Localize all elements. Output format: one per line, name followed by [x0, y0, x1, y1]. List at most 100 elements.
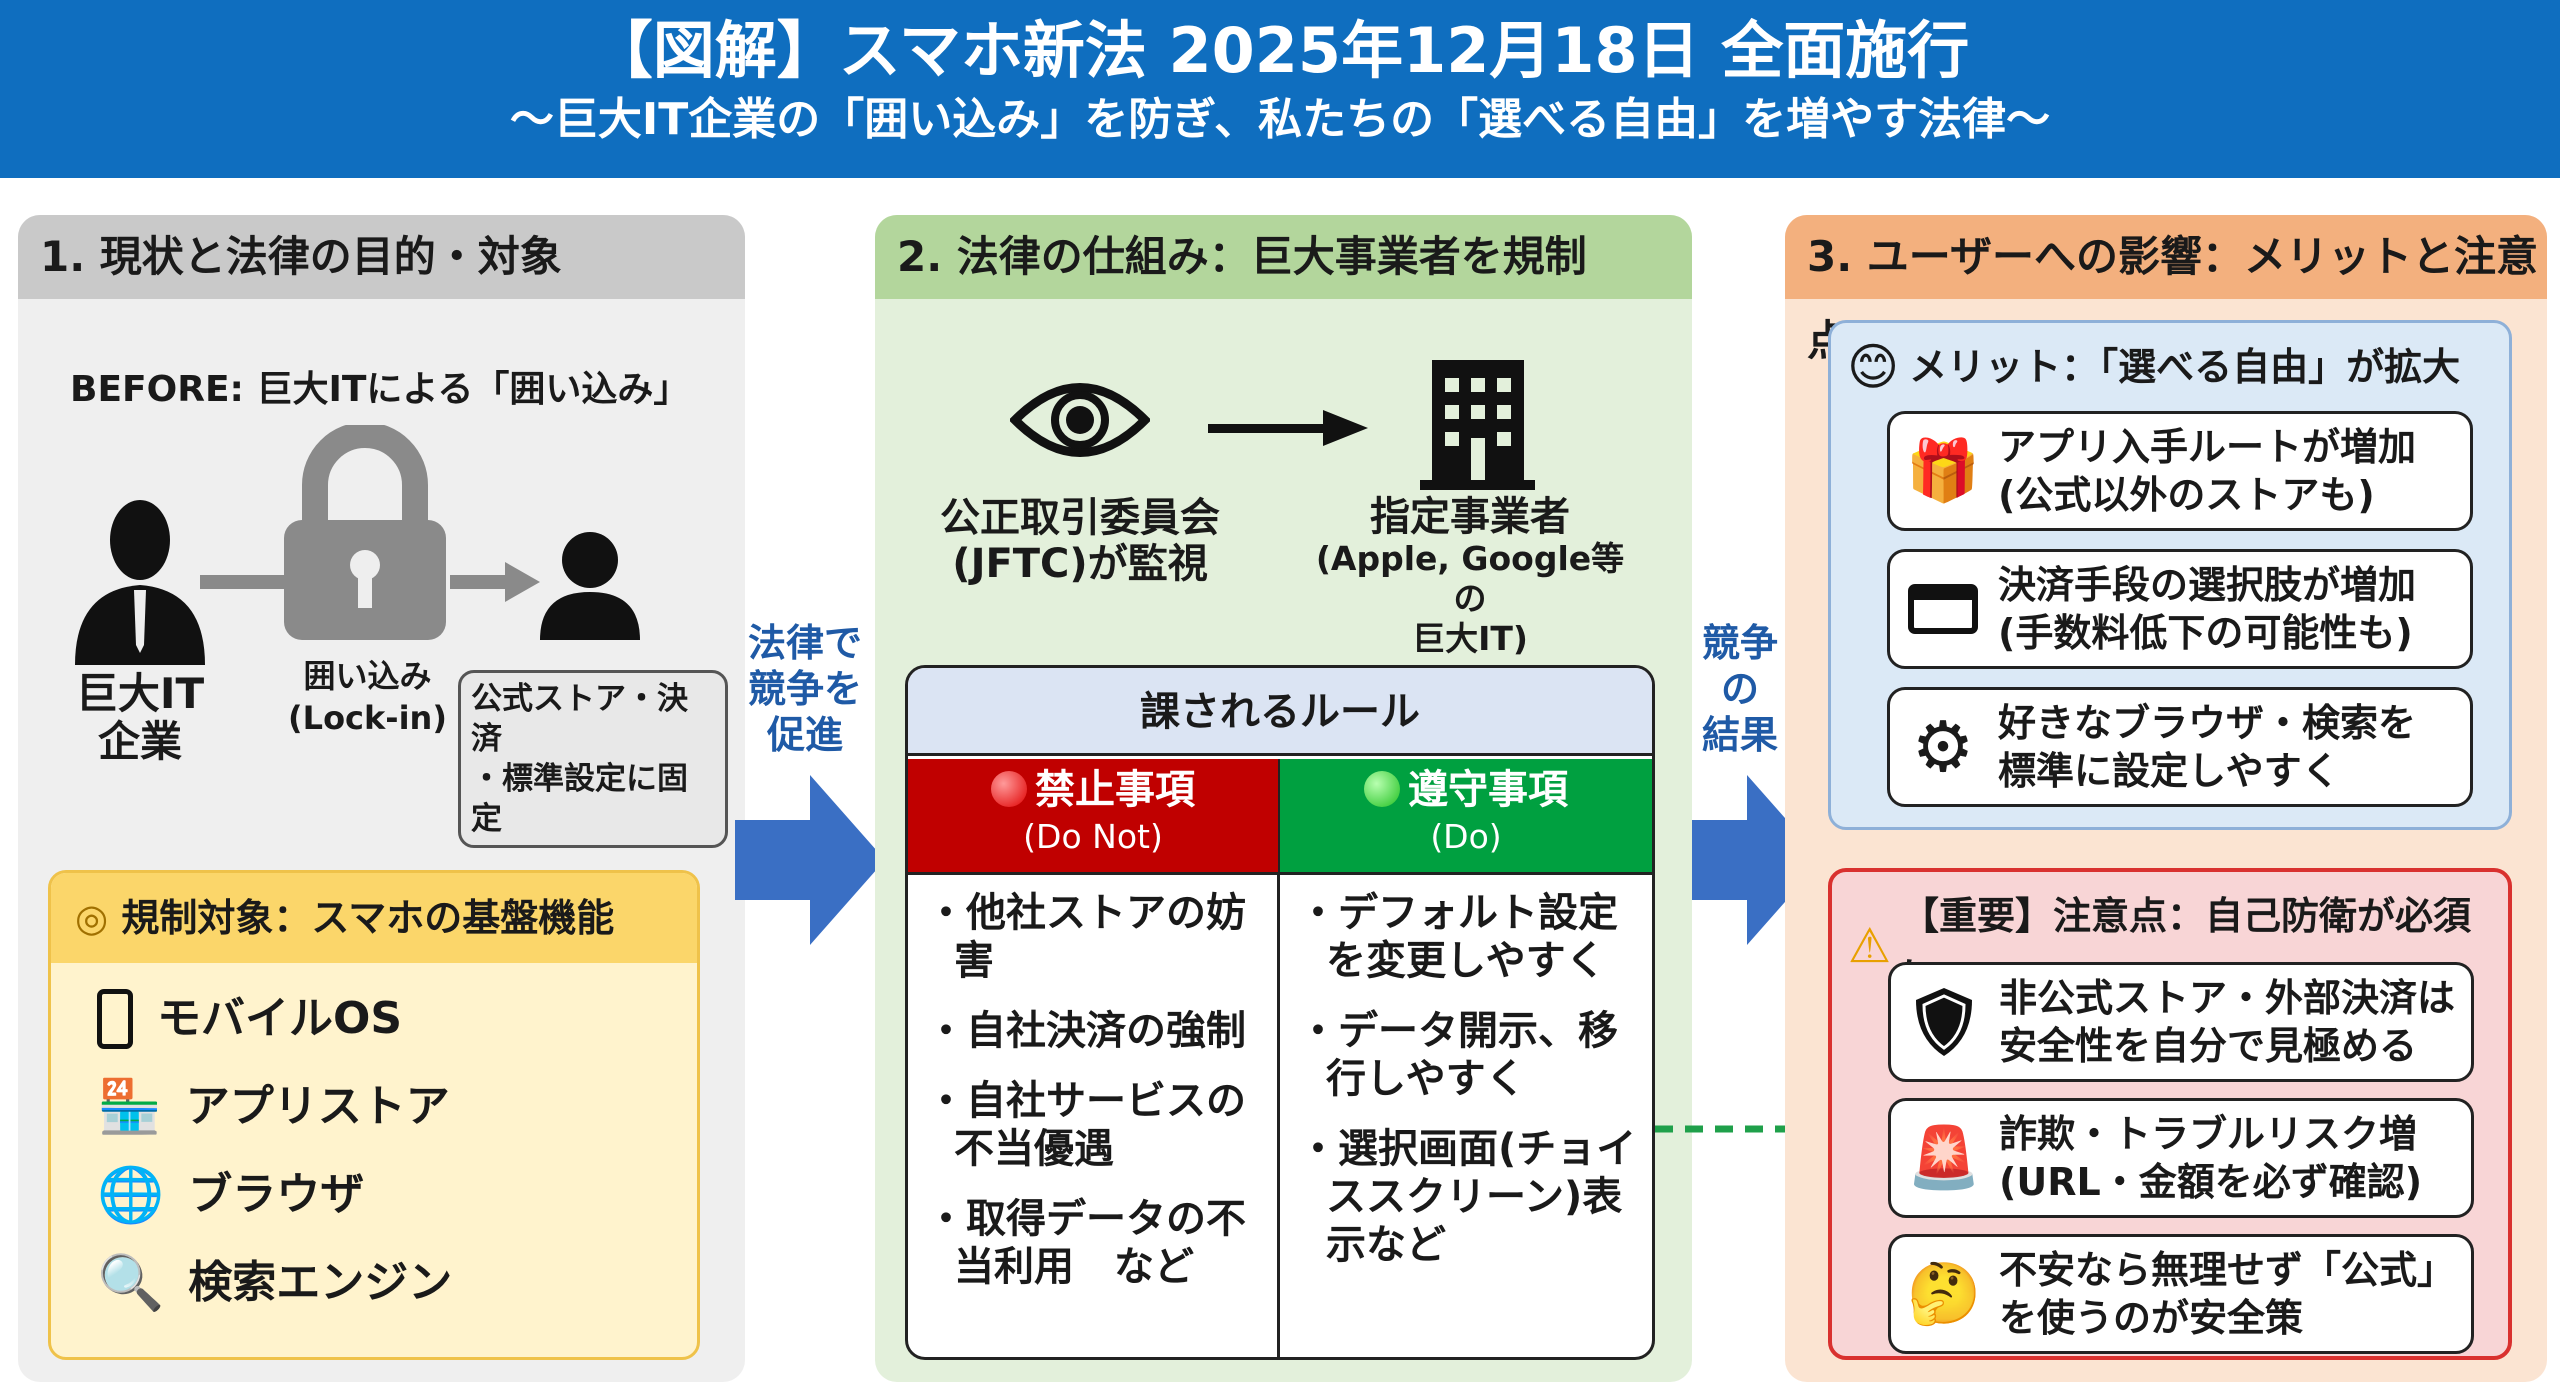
- item-line: (URL・金額を必ず確認): [1999, 1160, 2423, 1204]
- merit-item: 決済手段の選択肢が増加(手数料低下の可能性も): [1887, 549, 2473, 669]
- smiley-icon: 😊: [1847, 338, 1900, 396]
- label-line: 巨大IT): [1412, 619, 1528, 658]
- rules-table: 課されるルール 禁止事項 (Do Not) 遵守事項 (Do) 他社ストアの妨害 自…: [905, 665, 1655, 1360]
- warning-icon: ⚠: [1848, 918, 1892, 974]
- lockin-label: 囲い込み (Lock-in): [280, 655, 455, 739]
- item-line: 不安なら無理せず「公式」: [1999, 1248, 2456, 1292]
- merits-heading: 😊メリット：「選べる自由」が拡大: [1847, 337, 2460, 397]
- company-label-line: 企業: [97, 717, 182, 766]
- target-icon: ◎: [75, 896, 122, 940]
- page-subtitle: 〜巨大IT企業の「囲い込み」を防ぎ、私たちの「選べる自由」を増やす法律〜: [509, 94, 2051, 145]
- designated-label: 指定事業者(Apple, Google等の巨大IT): [1300, 495, 1640, 659]
- panel-title: 2. 法律の仕組み：巨大事業者を規制: [875, 215, 1692, 299]
- shield-icon: [1909, 987, 1979, 1057]
- dont-list: 他社ストアの妨害 自社決済の強制 自社サービスの不当優遇 取得データの不当利用 …: [908, 872, 1280, 1357]
- item-line: 標準に設定しやすく: [1998, 749, 2340, 793]
- target-item: 🔍 検索エンジン: [51, 1239, 697, 1327]
- target-label: アプリストア: [185, 1081, 450, 1132]
- do-item: データ開示、移行しやすく: [1298, 1007, 1642, 1103]
- do-list: デフォルト設定を変更しやすく データ開示、移行しやすく 選択画面(チョイススクリ…: [1280, 872, 1652, 1357]
- item-line: 非公式ストア・外部決済は: [1999, 976, 2456, 1020]
- building-icon: [1420, 360, 1535, 490]
- item-line: アプリ入手ルートが増加: [1998, 425, 2417, 469]
- target-item: モバイルOS: [51, 975, 697, 1063]
- jftc-label: 公正取引委員会(JFTC)が監視: [920, 495, 1240, 587]
- item-line: 詐欺・トラブルリスク増: [1999, 1112, 2418, 1156]
- thinking-face-icon: 🤔: [1906, 1259, 1982, 1329]
- lockin-label-line: 囲い込み: [303, 657, 432, 695]
- businessman-icon: [75, 500, 205, 665]
- caution-item: 🚨 詐欺・トラブルリスク増(URL・金額を必ず確認): [1888, 1098, 2474, 1218]
- label-line: (JFTC)が監視: [952, 541, 1208, 587]
- dont-item: 取得データの不当利用 など: [926, 1195, 1267, 1291]
- merits-title: メリット：「選べる自由」が拡大: [1909, 345, 2461, 389]
- item-line: 好きなブラウザ・検索を: [1998, 701, 2417, 745]
- targets-heading: ◎ 規制対象：スマホの基盤機能: [51, 873, 697, 963]
- label-line: (Apple, Google等の: [1315, 539, 1625, 618]
- target-label: ブラウザ: [188, 1169, 365, 1220]
- dont-title: 禁止事項: [1035, 767, 1195, 813]
- item-line: (公式以外のストアも): [1998, 473, 2375, 517]
- label-line: 結果: [1701, 713, 1778, 757]
- green-dot-icon: [1364, 771, 1400, 807]
- target-item: 🌐 ブラウザ: [51, 1151, 697, 1239]
- lockin-bubble: 公式ストア・決済・標準設定に固定: [458, 670, 728, 848]
- title-banner: 【図解】スマホ新法 2025年12月18日 全面施行 〜巨大IT企業の「囲い込み…: [0, 0, 2560, 178]
- company-label-line: 巨大IT: [75, 669, 205, 718]
- bubble-line: ・標準設定に固定: [471, 761, 688, 837]
- eye-icon: [1010, 383, 1150, 457]
- dont-subtitle: (Do Not): [1023, 817, 1163, 856]
- dont-header: 禁止事項 (Do Not): [908, 759, 1280, 872]
- red-dot-icon: [991, 771, 1027, 807]
- competition-result-label: 競争の結果: [1690, 620, 1790, 758]
- siren-icon: 🚨: [1906, 1123, 1982, 1193]
- merit-item: ⚙ 好きなブラウザ・検索を標準に設定しやすく: [1887, 687, 2473, 807]
- do-title: 遵守事項: [1408, 767, 1568, 813]
- search-icon: 🔍: [97, 1251, 165, 1314]
- targets-title: 規制対象：スマホの基盤機能: [121, 896, 615, 940]
- dont-item: 自社決済の強制: [926, 1007, 1267, 1055]
- item-line: を使うのが安全策: [1999, 1296, 2304, 1340]
- target-item: 🏪 アプリストア: [51, 1063, 697, 1151]
- flow-arrow-2: [1672, 775, 1822, 945]
- cautions-box: ⚠【重要】注意点：自己防衛が必須に 非公式ストア・外部決済は安全性を自分で見極め…: [1828, 868, 2512, 1360]
- target-label: 検索エンジン: [188, 1257, 453, 1308]
- do-header: 遵守事項 (Do): [1280, 759, 1652, 872]
- panel-title: 1. 現状と法律の目的・対象: [18, 215, 745, 299]
- user-icon: [540, 532, 640, 640]
- dont-item: 自社サービスの不当優遇: [926, 1077, 1267, 1173]
- label-line: 公正取引委員会: [940, 495, 1220, 541]
- label-line: 競争を: [747, 667, 862, 711]
- lockin-label-line: (Lock-in): [288, 699, 447, 737]
- padlock-icon: [284, 425, 446, 640]
- do-item: 選択画面(チョイススクリーン)表示など: [1298, 1125, 1642, 1269]
- item-line: 決済手段の選択肢が増加: [1998, 563, 2417, 607]
- do-item: デフォルト設定を変更しやすく: [1298, 889, 1642, 985]
- store-icon: 🏪: [97, 1077, 162, 1137]
- flow-arrow-1: [735, 775, 885, 945]
- globe-icon: 🌐: [97, 1163, 165, 1226]
- merits-box: 😊メリット：「選べる自由」が拡大 🎁 アプリ入手ルートが増加(公式以外のストアも)…: [1828, 320, 2512, 830]
- arrow-right-icon: [450, 562, 540, 602]
- item-line: (手数料低下の可能性も): [1998, 611, 2413, 655]
- panel-title: 3. ユーザーへの影響：メリットと注意点: [1785, 215, 2547, 365]
- smartphone-icon: [97, 989, 133, 1049]
- before-heading: BEFORE: 巨大ITによる「囲い込み」: [70, 369, 690, 410]
- regulation-targets-box: ◎ 規制対象：スマホの基盤機能 モバイルOS 🏪 アプリストア 🌐 ブラウザ 🔍 検索…: [48, 870, 700, 1360]
- do-subtitle: (Do): [1430, 817, 1502, 856]
- label-line: 法律で: [747, 621, 862, 665]
- gear-icon: ⚙: [1911, 706, 1975, 788]
- rules-title: 課されるルール: [908, 668, 1652, 756]
- caution-item: 非公式ストア・外部決済は安全性を自分で見極める: [1888, 962, 2474, 1082]
- label-line: 促進: [766, 713, 843, 757]
- gift-icon: 🎁: [1905, 436, 1981, 506]
- item-line: 安全性を自分で見極める: [1999, 1024, 2418, 1068]
- dont-item: 他社ストアの妨害: [926, 889, 1267, 985]
- bubble-line: 公式ストア・決済: [471, 681, 688, 757]
- label-line: の: [1720, 667, 1759, 711]
- caution-item: 🤔 不安なら無理せず「公式」を使うのが安全策: [1888, 1234, 2474, 1354]
- promote-competition-label: 法律で競争を促進: [740, 620, 870, 758]
- credit-card-icon: [1908, 574, 1978, 644]
- page-title: 【図解】スマホ新法 2025年12月18日 全面施行: [590, 14, 1970, 87]
- arrow-right-icon: [1208, 410, 1368, 446]
